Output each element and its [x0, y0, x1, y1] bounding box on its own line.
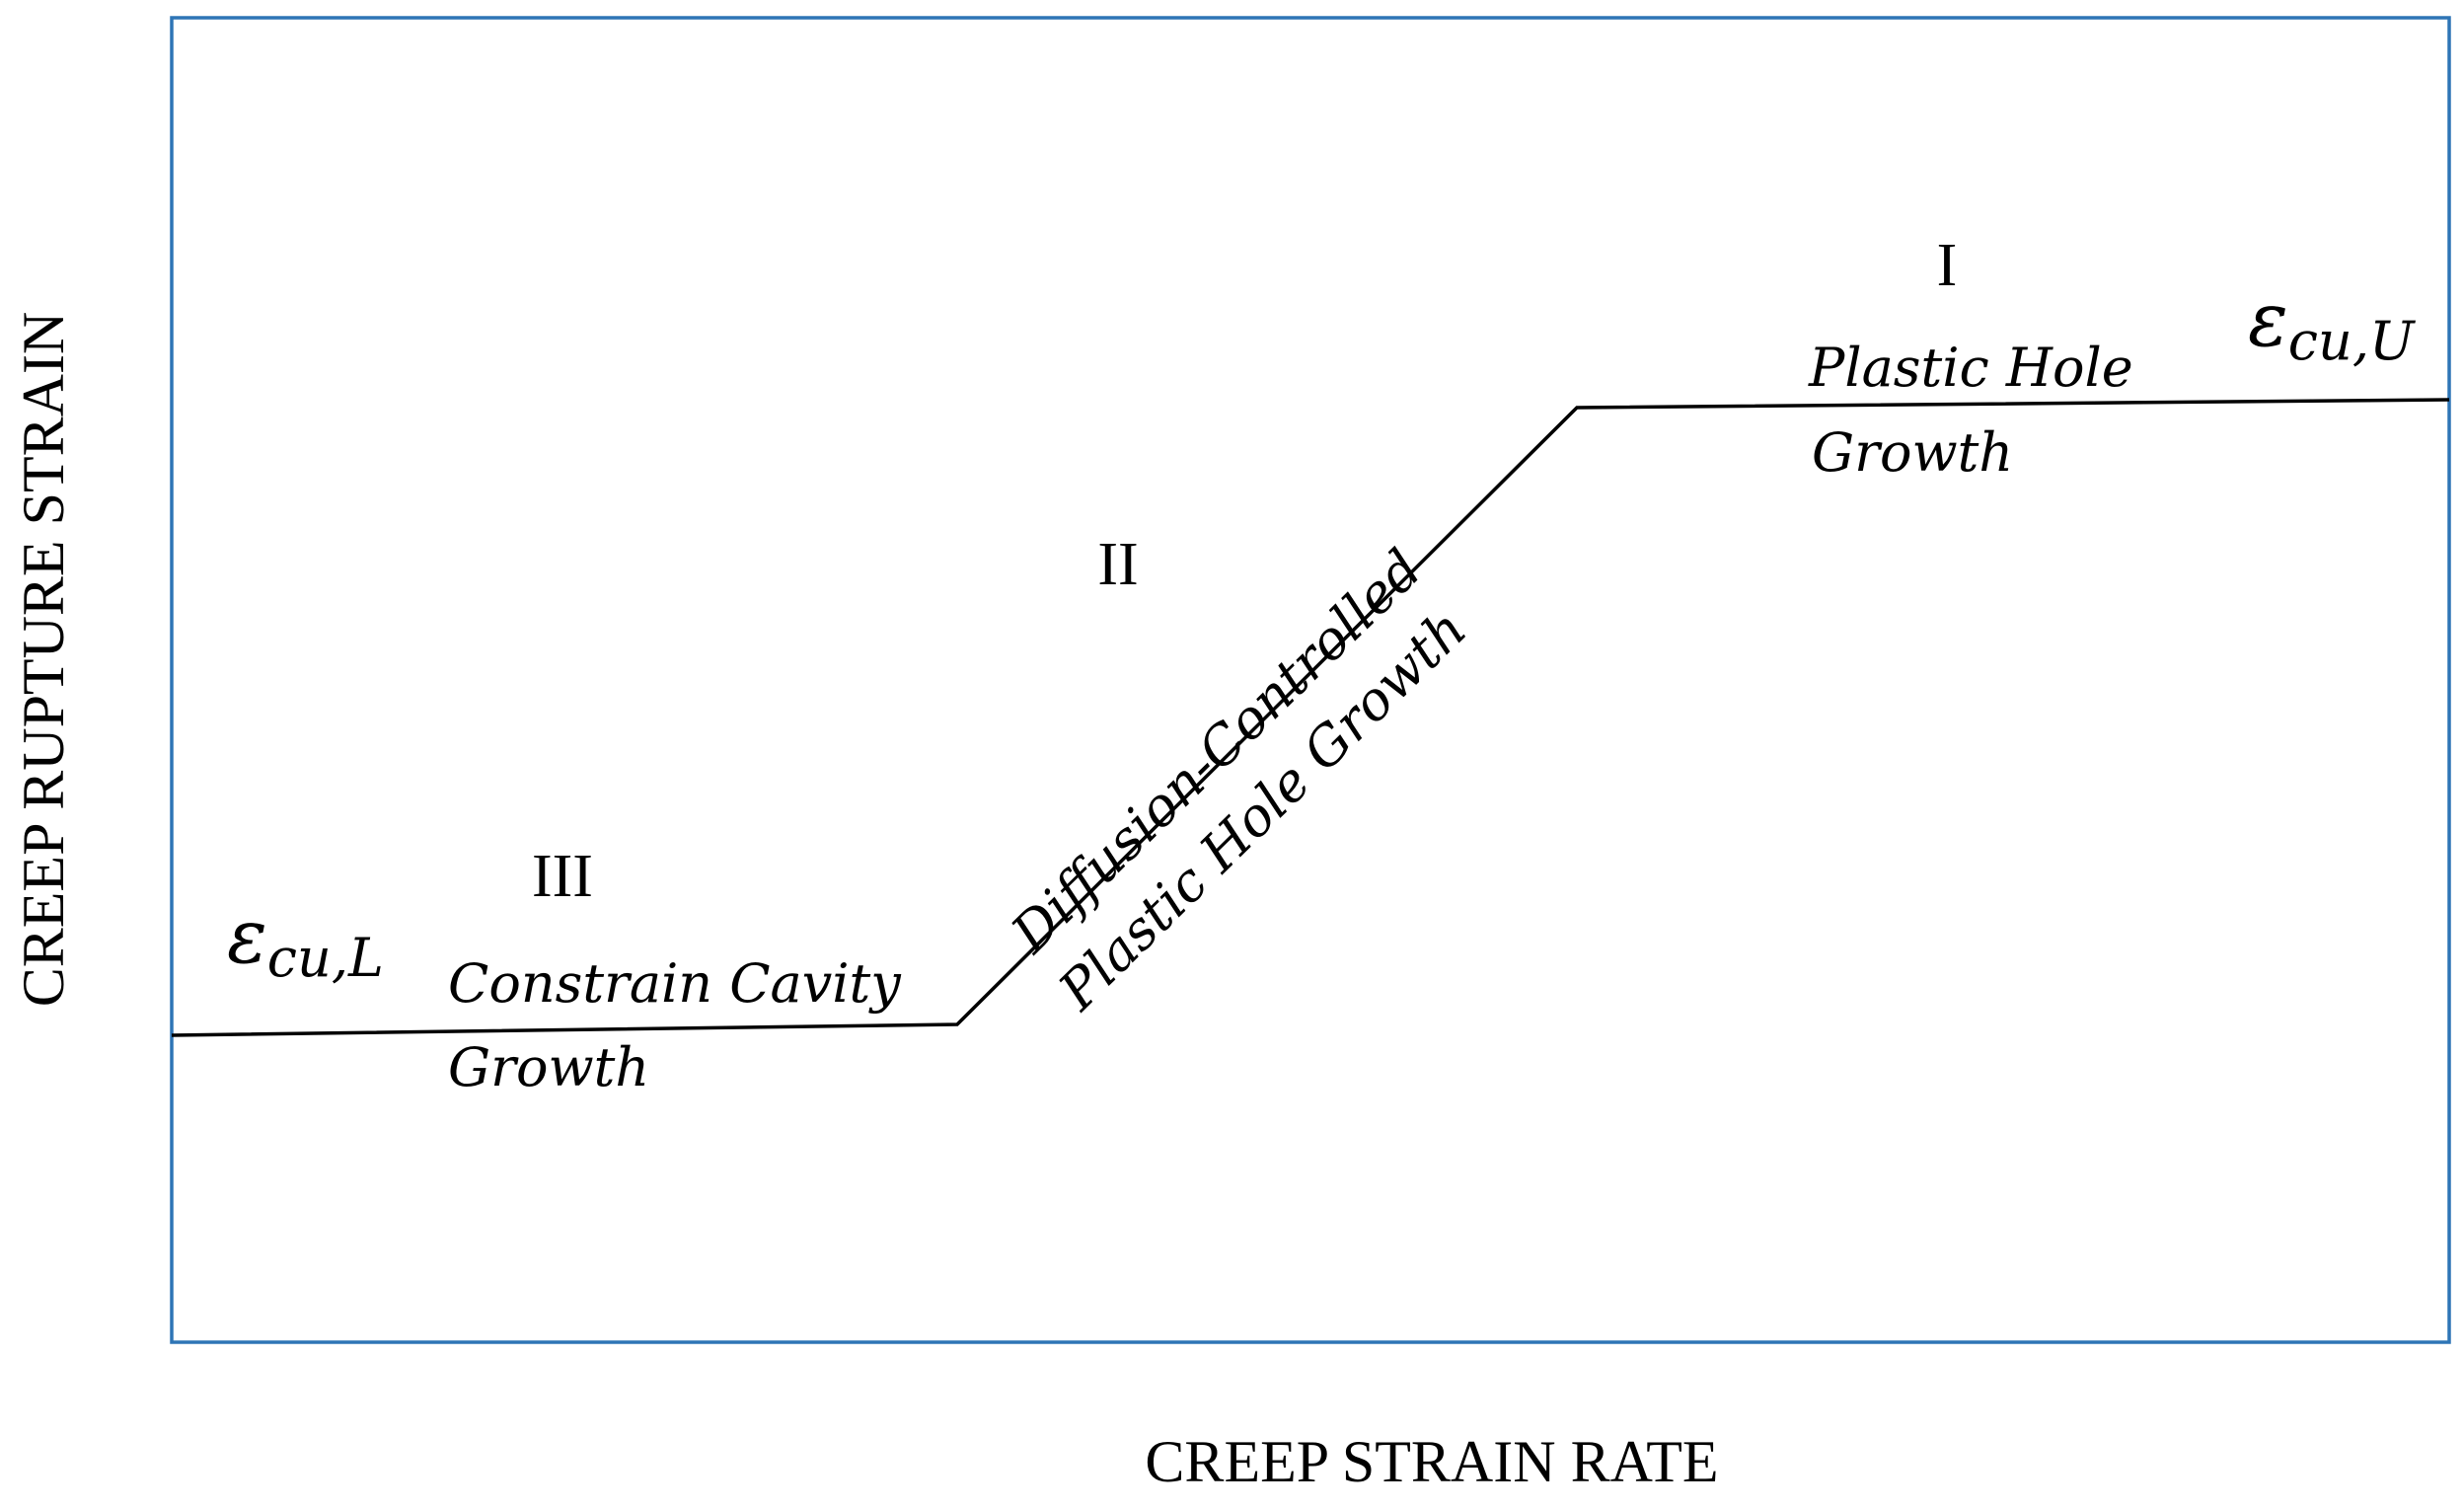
region-ii-numeral: II — [1097, 531, 1138, 598]
x-axis-label: CREEP STRAIN RATE — [1145, 1429, 1718, 1494]
region-iii-mechanism-line1: Constrain Cavity — [448, 952, 902, 1015]
lower-limit-label: εcu,L — [227, 892, 384, 989]
lower-limit-subscript: cu,L — [267, 927, 384, 989]
upper-limit-subscript: cu,U — [2288, 310, 2416, 372]
rupture-strain-curve — [171, 398, 2450, 1037]
region-iii-mechanism-line2: Growth — [448, 1036, 649, 1098]
region-i-mechanism-line1: Plastic Hole — [1808, 337, 2133, 399]
plot-frame — [170, 16, 2451, 1344]
region-i-numeral: I — [1937, 232, 1958, 299]
upper-limit-epsilon: ε — [2248, 275, 2288, 363]
region-i-mechanism-line2: Growth — [1812, 421, 2013, 484]
upper-limit-label: εcu,U — [2248, 275, 2416, 372]
region-iii-numeral: III — [532, 843, 593, 910]
lower-limit-epsilon: ε — [227, 892, 267, 980]
y-axis-label: CREEP RUPTURE STRAIN — [11, 312, 76, 1008]
